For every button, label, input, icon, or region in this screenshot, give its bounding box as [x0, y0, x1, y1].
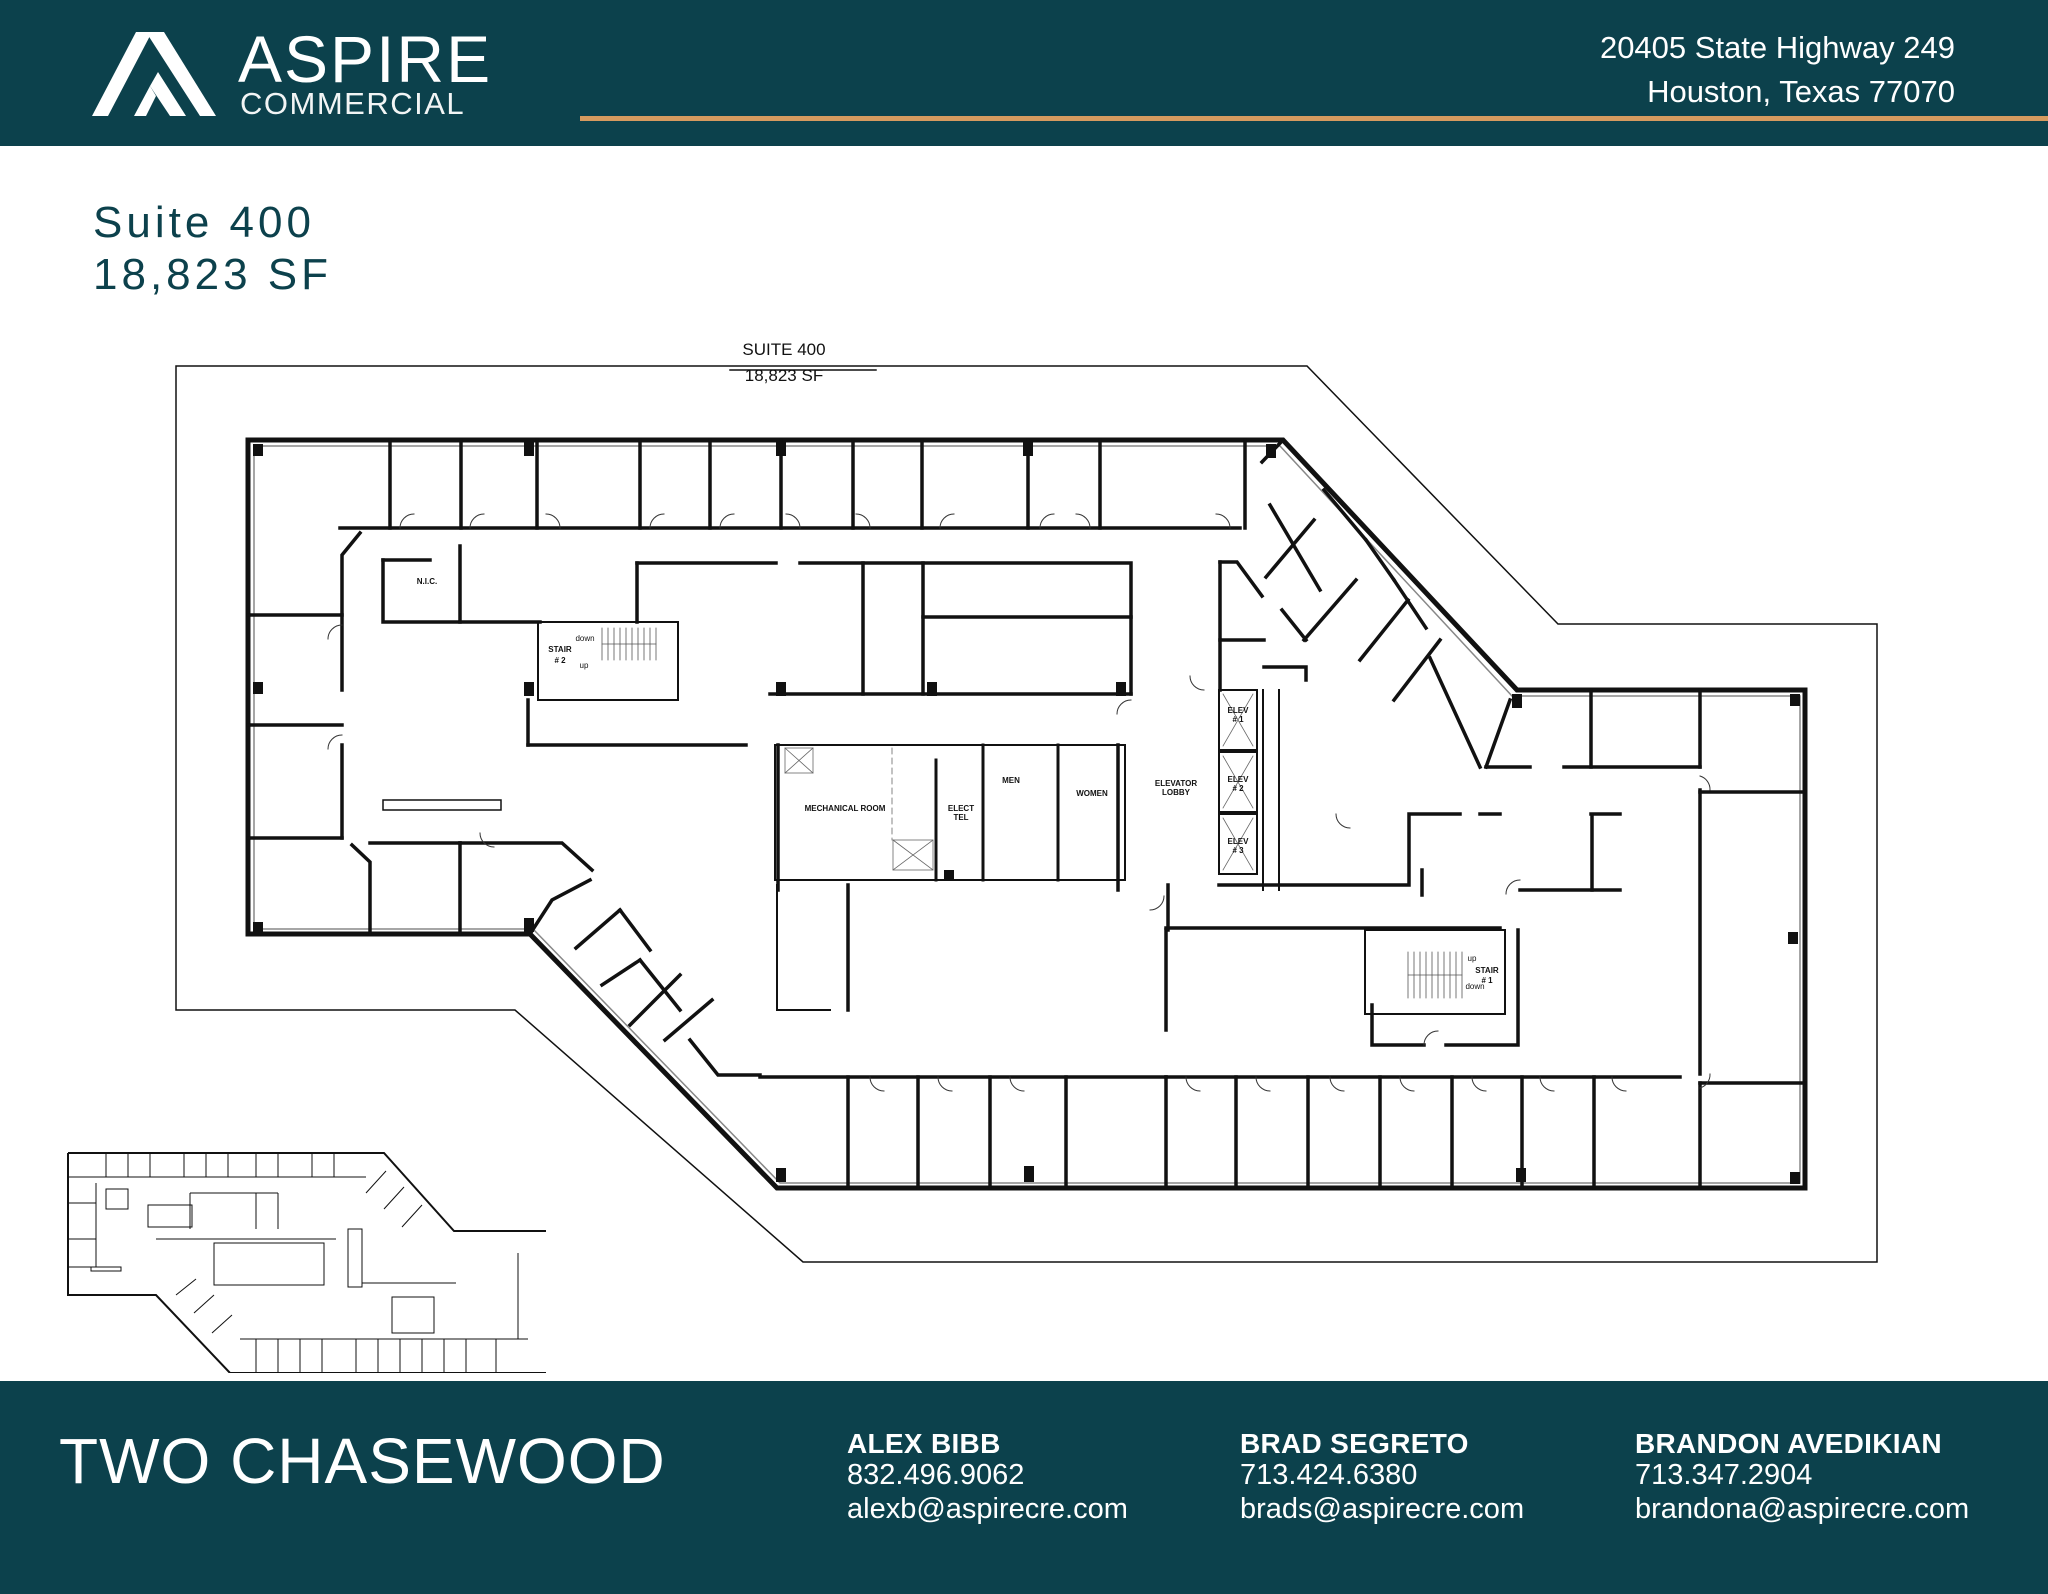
contact-card: BRAD SEGRETO 713.424.6380 brads@aspirecr…: [1240, 1429, 1524, 1526]
contact-email[interactable]: brandona@aspirecre.com: [1635, 1493, 1970, 1525]
suite-title: Suite 400: [93, 198, 315, 247]
room-label-elevator-lobby-2: LOBBY: [1162, 788, 1190, 797]
brand-name: ASPIRE: [238, 22, 493, 96]
contact-phone[interactable]: 713.424.6380: [1240, 1459, 1418, 1491]
room-label-elev1-num: # 1: [1232, 715, 1244, 724]
contact-phone[interactable]: 832.496.9062: [847, 1459, 1025, 1491]
room-label-stair1-num: # 1: [1481, 976, 1493, 985]
aspire-mountain-logo-icon: [92, 32, 216, 116]
stair1-down-label: down: [1465, 982, 1485, 991]
accent-divider: [580, 116, 2048, 121]
room-label-elev2-num: # 2: [1232, 784, 1244, 793]
stair2-up-label: up: [579, 661, 589, 670]
room-label-stair2: STAIR: [548, 645, 572, 654]
brand-subtitle: COMMERCIAL: [240, 86, 466, 121]
property-address: 20405 State Highway 249 Houston, Texas 7…: [1600, 26, 1955, 114]
key-plan-thumbnail: [67, 1152, 546, 1373]
room-label-tel: TEL: [953, 813, 969, 822]
aspire-logo: ASPIRE COMMERCIAL: [92, 26, 492, 125]
contact-name: BRANDON AVEDIKIAN: [1635, 1428, 1942, 1459]
address-line-1: 20405 State Highway 249: [1599, 30, 1955, 65]
room-label-men: MEN: [1002, 776, 1020, 785]
plan-area-label: 18,823 SF: [744, 366, 824, 385]
contact-card: BRANDON AVEDIKIAN 713.347.2904 brandona@…: [1635, 1429, 1969, 1526]
stair1-up-label: up: [1467, 954, 1477, 963]
room-label-elev3-num: # 3: [1232, 846, 1244, 855]
room-label-elevator-lobby-1: ELEVATOR: [1154, 779, 1198, 788]
footer-banner: TWO CHASEWOOD ALEX BIBB 832.496.9062 ale…: [0, 1381, 2048, 1594]
contact-card: ALEX BIBB 832.496.9062 alexb@aspirecre.c…: [847, 1429, 1128, 1526]
room-label-elect: ELECT: [947, 804, 975, 813]
room-label-nic: N.I.C.: [416, 577, 438, 586]
room-label-women: WOMEN: [1076, 789, 1108, 798]
address-line-2: Houston, Texas 77070: [1647, 74, 1955, 109]
header-banner: ASPIRE COMMERCIAL 20405 State Highway 24…: [0, 0, 2048, 146]
contact-email[interactable]: brads@aspirecre.com: [1240, 1493, 1525, 1525]
room-label-mechanical: MECHANICAL ROOM: [804, 804, 886, 813]
contact-phone[interactable]: 713.347.2904: [1635, 1459, 1813, 1491]
room-label-stair2-num: # 2: [554, 656, 566, 665]
suite-area: 18,823 SF: [93, 250, 333, 299]
room-label-elev2: ELEV: [1227, 775, 1249, 784]
room-label-stair1: STAIR: [1475, 966, 1499, 975]
contact-name: BRAD SEGRETO: [1240, 1428, 1469, 1459]
room-label-elev1: ELEV: [1227, 706, 1249, 715]
stair2-down-label: down: [575, 634, 595, 643]
property-name: TWO CHASEWOOD: [59, 1425, 666, 1497]
contact-email[interactable]: alexb@aspirecre.com: [847, 1493, 1128, 1525]
contact-name: ALEX BIBB: [847, 1428, 1001, 1459]
plan-suite-label: SUITE 400: [742, 340, 826, 359]
room-label-elev3: ELEV: [1227, 837, 1249, 846]
